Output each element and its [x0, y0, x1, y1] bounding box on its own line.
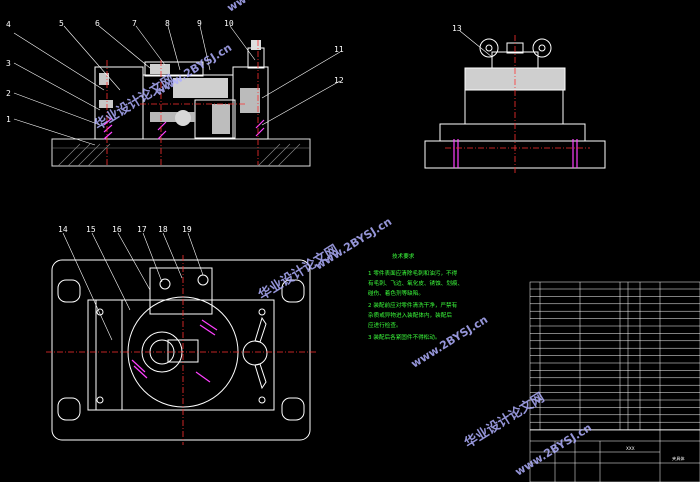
label-15: 15 [86, 225, 96, 234]
label-3: 3 [6, 59, 11, 68]
title-block-table-name: XXX [626, 446, 635, 451]
label-19: 19 [182, 225, 192, 234]
side-hatch [453, 139, 578, 168]
top-center-lines [46, 255, 316, 445]
label-9: 9 [197, 19, 202, 28]
watermark-url: www.2BYSJ.cn [313, 215, 394, 273]
center-lines [106, 40, 259, 165]
label-17: 17 [137, 225, 147, 234]
label-1: 1 [6, 115, 11, 124]
technical-notes: 技术要求 1 零件表面应清除毛刺和油污，不得 有毛刺、飞边、氧化皮、锈蚀、划痕、… [368, 252, 463, 341]
parts-list-rows [530, 288, 700, 430]
note-line: 应进行检查。 [368, 321, 402, 329]
label-12: 12 [334, 76, 344, 85]
notes-title: 技术要求 [392, 252, 415, 260]
top-view-labels: 14 15 16 17 18 19 [58, 225, 192, 234]
label-14: 14 [58, 225, 68, 234]
label-13: 13 [452, 24, 462, 33]
label-4: 4 [6, 20, 11, 29]
front-view-labels: 1 2 3 4 5 6 7 8 9 10 11 12 [6, 19, 344, 124]
label-2: 2 [6, 89, 11, 98]
parts-list [529, 281, 700, 431]
base-hatch [57, 143, 301, 167]
label-7: 7 [132, 19, 137, 28]
label-6: 6 [95, 19, 100, 28]
watermark-url: www.2BYSJ.cn [225, 0, 306, 15]
label-5: 5 [59, 19, 64, 28]
note-line: 碰伤、着色剂等缺陷。 [368, 289, 424, 297]
top-view [46, 232, 316, 445]
label-18: 18 [158, 225, 168, 234]
section-hatch [103, 117, 265, 140]
label-8: 8 [165, 19, 170, 28]
note-line: 杂质或异物进入装配体内，装配后 [368, 311, 452, 319]
title-block-name: 夹具体 [672, 455, 685, 462]
note-line: 有毛刺、飞边、氧化皮、锈蚀、划痕、 [368, 279, 463, 287]
front-leaders [13, 25, 341, 146]
top-hatch [131, 319, 218, 383]
title-block [529, 429, 700, 482]
label-10: 10 [224, 19, 234, 28]
side-view [424, 30, 606, 175]
note-line: 3 装配后各紧固件不得松动。 [368, 333, 440, 341]
note-line: 2 装配前应对零件清洗干净，严禁有 [368, 301, 458, 309]
top-leaders [62, 232, 204, 341]
side-center-line [445, 35, 590, 175]
note-line: 1 零件表面应清除毛刺和油污，不得 [368, 269, 458, 277]
label-16: 16 [112, 225, 122, 234]
label-11: 11 [334, 45, 344, 54]
watermark-cn: 华业设计论文网 [462, 390, 548, 452]
watermark-url: www.2BYSJ.cn [409, 313, 490, 371]
front-view [13, 25, 341, 167]
